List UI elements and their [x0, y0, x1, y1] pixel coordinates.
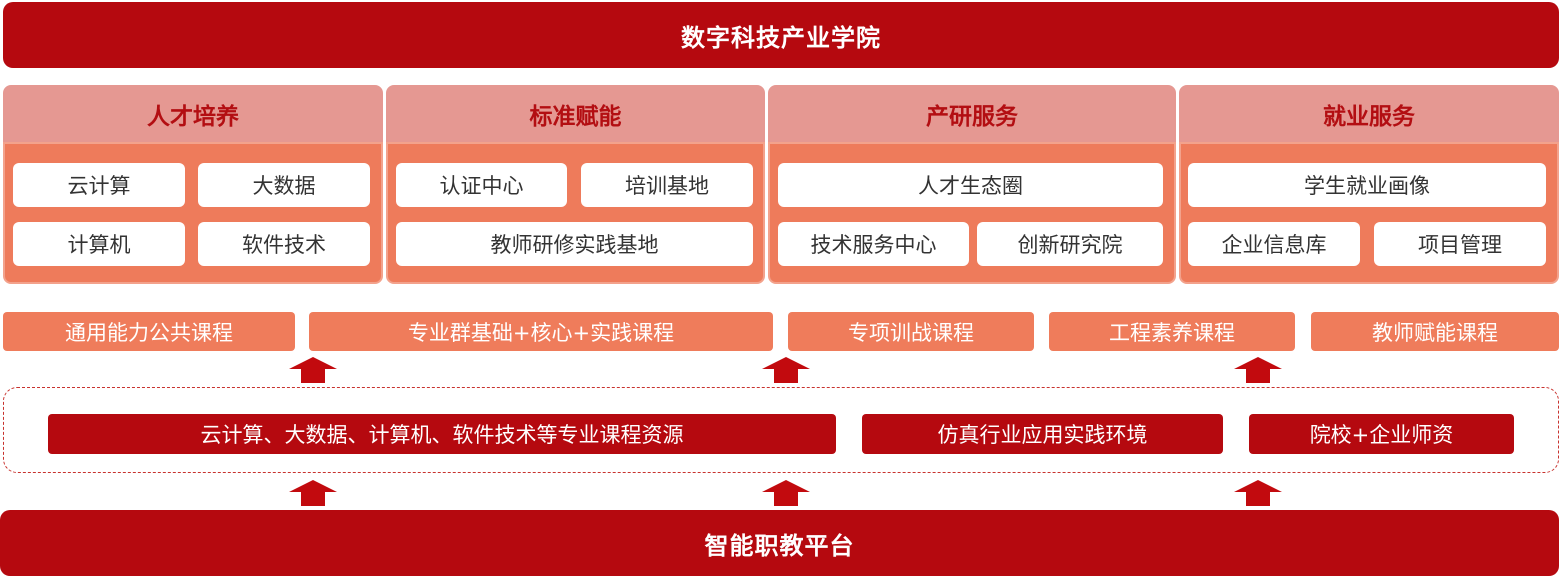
pillar-item-training-base: 培训基地 — [581, 163, 753, 207]
up-arrow-icon — [289, 480, 337, 506]
pillar-item-computer: 计算机 — [13, 222, 185, 266]
top-banner-title: 数字科技产业学院 — [681, 23, 881, 52]
pillar-item-tech-service-center: 技术服务中心 — [778, 222, 969, 266]
pillar-item-talent-ecosystem: 人才生态圈 — [778, 163, 1163, 207]
pillar-header-industry-research: 产研服务 — [768, 85, 1176, 142]
course-engineering-literacy: 工程素养课程 — [1049, 312, 1295, 351]
up-arrow-icon — [762, 357, 810, 383]
bottom-banner: 智能职教平台 — [0, 510, 1559, 576]
pillar-item-cloud-computing: 云计算 — [13, 163, 185, 207]
up-arrow-icon — [762, 480, 810, 506]
pillar-item-certification-center: 认证中心 — [396, 163, 567, 207]
pillar-title: 就业服务 — [1323, 103, 1415, 130]
pillar-item-project-management: 项目管理 — [1374, 222, 1546, 266]
pillar-title: 标准赋能 — [529, 103, 622, 130]
pillar-header-talent-cultivation: 人才培养 — [3, 85, 383, 142]
resource-faculty: 院校+企业师资 — [1249, 414, 1514, 454]
course-general-ability: 通用能力公共课程 — [3, 312, 295, 351]
pillar-item-student-employment-profile: 学生就业画像 — [1188, 163, 1546, 207]
up-arrow-icon — [1234, 357, 1282, 383]
resource-course-materials: 云计算、大数据、计算机、软件技术等专业课程资源 — [48, 414, 836, 454]
top-banner: 数字科技产业学院 — [3, 2, 1559, 68]
resource-simulation-environment: 仿真行业应用实践环境 — [862, 414, 1223, 454]
pillar-item-big-data: 大数据 — [198, 163, 370, 207]
bottom-banner-title: 智能职教平台 — [704, 531, 855, 560]
up-arrow-icon — [289, 357, 337, 383]
pillar-title: 产研服务 — [926, 103, 1018, 130]
pillar-item-innovation-institute: 创新研究院 — [977, 222, 1163, 266]
course-professional-core-practice: 专业群基础+核心+实践课程 — [309, 312, 773, 351]
pillar-item-teacher-practice-base: 教师研修实践基地 — [396, 222, 753, 266]
pillar-header-employment-service: 就业服务 — [1179, 85, 1559, 142]
up-arrow-icon — [1234, 480, 1282, 506]
course-teacher-empowerment: 教师赋能课程 — [1311, 312, 1559, 351]
resource-frame — [3, 387, 1559, 473]
pillar-header-standard-empowerment: 标准赋能 — [386, 85, 765, 142]
pillar-item-enterprise-database: 企业信息库 — [1188, 222, 1360, 266]
course-special-training: 专项训战课程 — [788, 312, 1034, 351]
pillar-item-software-tech: 软件技术 — [198, 222, 370, 266]
pillar-title: 人才培养 — [147, 103, 239, 130]
